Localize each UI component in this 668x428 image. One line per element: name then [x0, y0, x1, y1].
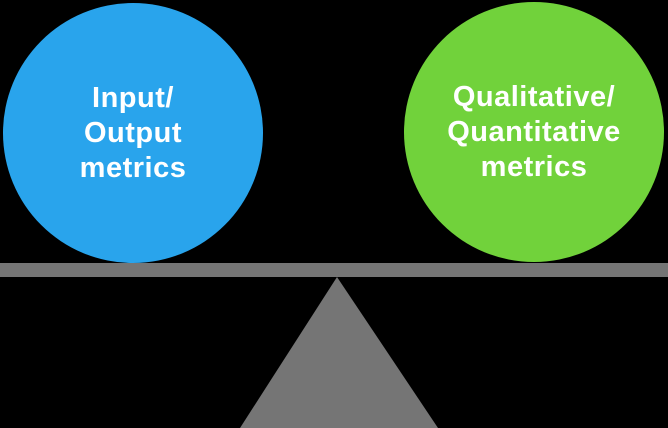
- qualitative-quantitative-label-line2: Quantitative: [447, 115, 621, 148]
- qualitative-quantitative-label: Qualitative/ Quantitative metrics: [447, 80, 621, 185]
- fulcrum-triangle: [240, 277, 438, 428]
- qualitative-quantitative-label-line3: metrics: [480, 150, 588, 183]
- input-output-label-line2: Output: [83, 116, 182, 149]
- input-output-circle: Input/ Output metrics: [3, 3, 263, 263]
- qualitative-quantitative-circle: Qualitative/ Quantitative metrics: [404, 2, 664, 262]
- input-output-label-line3: metrics: [79, 151, 187, 184]
- balance-beam: [0, 263, 668, 277]
- input-output-label-line1: Input/: [92, 81, 174, 114]
- qualitative-quantitative-label-line1: Qualitative/: [452, 80, 616, 113]
- input-output-label: Input/ Output metrics: [80, 81, 187, 186]
